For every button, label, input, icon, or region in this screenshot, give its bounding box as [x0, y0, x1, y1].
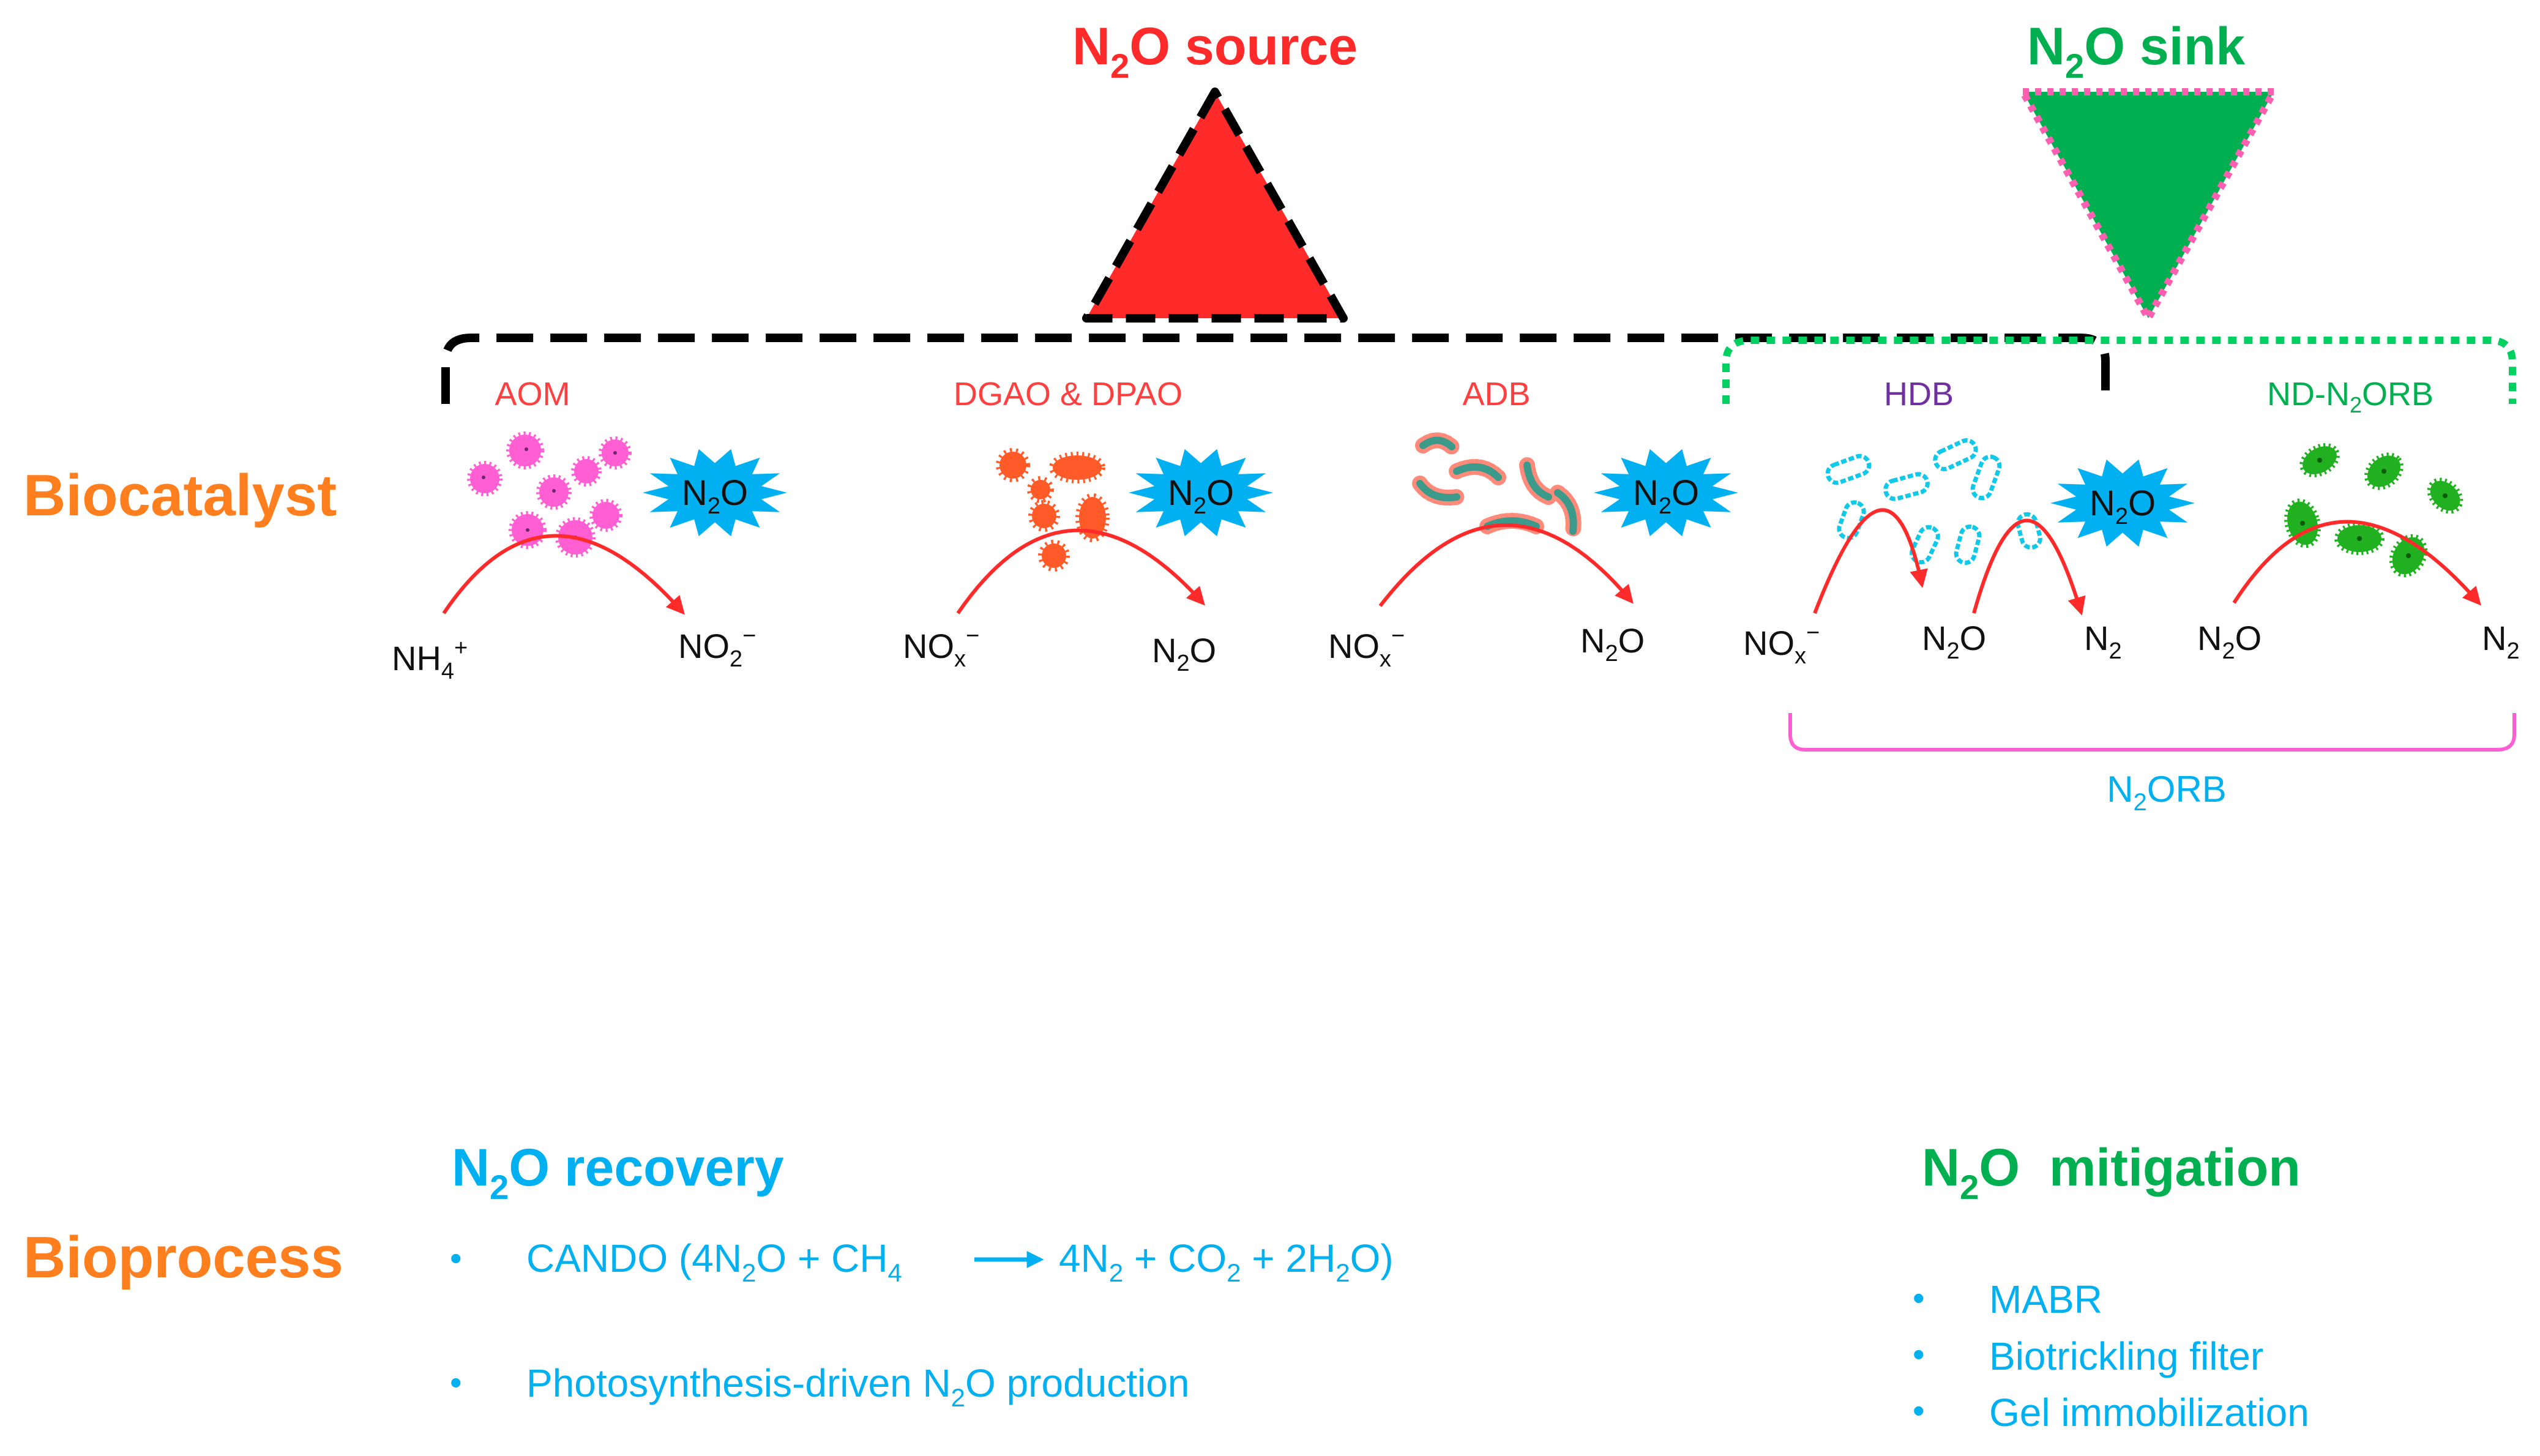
species-nox-adb: NOx−: [1328, 623, 1405, 672]
mitigation-title: N2O mitigation: [1922, 1138, 2301, 1206]
species-n2-hdb: N2: [2084, 619, 2122, 664]
row-label-biocatalyst: Biocatalyst: [23, 463, 337, 528]
species-n2o-hdb: N2O: [1922, 619, 1986, 664]
adb-arrow: [1378, 523, 1634, 607]
recovery-item-photosynthesis: Photosynthesis-driven N2O production: [526, 1361, 1189, 1412]
n2o-badges: N2O N2O N2O N2O: [643, 449, 2195, 547]
sink-bracket: [1722, 337, 2516, 404]
recovery-title: N2O recovery: [452, 1138, 784, 1206]
recovery-item-cando-products: 4N2 + CO2 + 2H2O): [1059, 1236, 1394, 1287]
hdb-arrow-1: [1813, 508, 1928, 614]
sink-triangle: [2016, 88, 2280, 326]
source-title: N2O source: [1072, 17, 1358, 85]
hdb-cell: [1970, 454, 2002, 501]
dgao-microbes: [996, 448, 1110, 572]
aom-cell: [589, 499, 622, 532]
adb-microbes: [1412, 432, 1582, 539]
nd-arrow: [2232, 520, 2481, 606]
species-n2-nd: N2: [2482, 619, 2520, 664]
organism-label-aom: AOM: [495, 376, 570, 413]
mitigation-item-mabr: MABR: [1989, 1277, 2102, 1321]
adb-cell: [1419, 436, 1455, 450]
species-no2: NO2−: [678, 623, 756, 672]
hdb-cell: [1910, 525, 1940, 565]
organism-label-nd-n2orb: ND-N2ORB: [2267, 376, 2434, 417]
mitigation-list: • MABR • Biotrickling filter • Gel immob…: [1913, 1277, 2309, 1435]
hdb-arrow-2: [1972, 518, 2086, 616]
nd-microbes: [2284, 443, 2463, 578]
hdb-cell: [1954, 525, 1982, 565]
adb-cell: [1453, 463, 1502, 481]
dgao-cell: [1049, 452, 1105, 483]
dgao-cell: [1038, 540, 1070, 572]
source-triangle: [1082, 88, 1348, 323]
dgao-cell: [996, 448, 1030, 482]
source-bracket: [441, 334, 2110, 404]
mitigation-item-gel: Gel immobilization: [1989, 1391, 2309, 1435]
n2o-badge-burst: [1594, 449, 1738, 537]
n2o-badge-label: N2O: [682, 473, 748, 519]
mitigation-bullet: •: [1913, 1279, 1925, 1317]
reaction-arrows: [442, 508, 2481, 616]
dgao-arrow: [956, 528, 1206, 614]
n2orb-label: N2ORB: [2107, 769, 2227, 816]
hdb-microbes: [1825, 438, 2042, 565]
dgao-cell: [1075, 493, 1110, 542]
mitigation-bullet: •: [1913, 1335, 1925, 1373]
mitigation-bullet: •: [1913, 1391, 1925, 1430]
n2o-badge-burst: [1129, 449, 1273, 537]
nd-dots: [2300, 458, 2448, 558]
n2o-badge-label: N2O: [1633, 473, 1699, 519]
species-n2o-adb: N2O: [1580, 621, 1645, 666]
adb-cell: [1554, 489, 1577, 535]
n2orb-bracket: [1788, 713, 2516, 752]
n2o-badge-label: N2O: [1168, 473, 1234, 519]
dgao-cell: [1027, 476, 1054, 503]
aom-cell: [571, 456, 602, 487]
hdb-cell: [2015, 512, 2042, 550]
adb-cell: [1523, 461, 1552, 501]
dgao-cell: [1028, 500, 1060, 532]
row-label-bioprocess: Bioprocess: [23, 1225, 343, 1290]
recovery-bullet-2: •: [450, 1363, 462, 1402]
recovery-bullet-1: •: [450, 1239, 462, 1277]
species-n2o-nd: N2O: [2197, 619, 2262, 664]
species-nh4: NH4+: [392, 635, 468, 684]
species-labels: NH4+ NO2− NOx− N2O NOx− N2O NOx− N2O N2 …: [392, 619, 2520, 684]
organism-label-hdb: HDB: [1884, 376, 1954, 413]
species-n2o-dgao: N2O: [1152, 631, 1216, 676]
recovery-item-cando: CANDO (4N2O + CH4: [526, 1236, 902, 1287]
species-nox-dgao: NOx−: [903, 623, 979, 672]
n2o-badge-burst: [2050, 459, 2195, 547]
aom-arrow: [442, 534, 685, 615]
organism-label-adb: ADB: [1462, 376, 1530, 413]
hdb-cell: [1883, 472, 1930, 501]
n2o-badge-burst: [643, 449, 787, 537]
organism-label-dgao-dpao: DGAO & DPAO: [954, 376, 1182, 413]
sink-title: N2O sink: [2027, 17, 2245, 85]
hdb-cell: [1825, 454, 1872, 485]
adb-cell: [1416, 480, 1460, 501]
hdb-cell: [1933, 438, 1978, 471]
mitigation-item-biotrickling: Biotrickling filter: [1989, 1334, 2263, 1378]
species-nox-hdb: NOx−: [1743, 620, 1820, 669]
n2o-badge-label: N2O: [2090, 483, 2156, 529]
